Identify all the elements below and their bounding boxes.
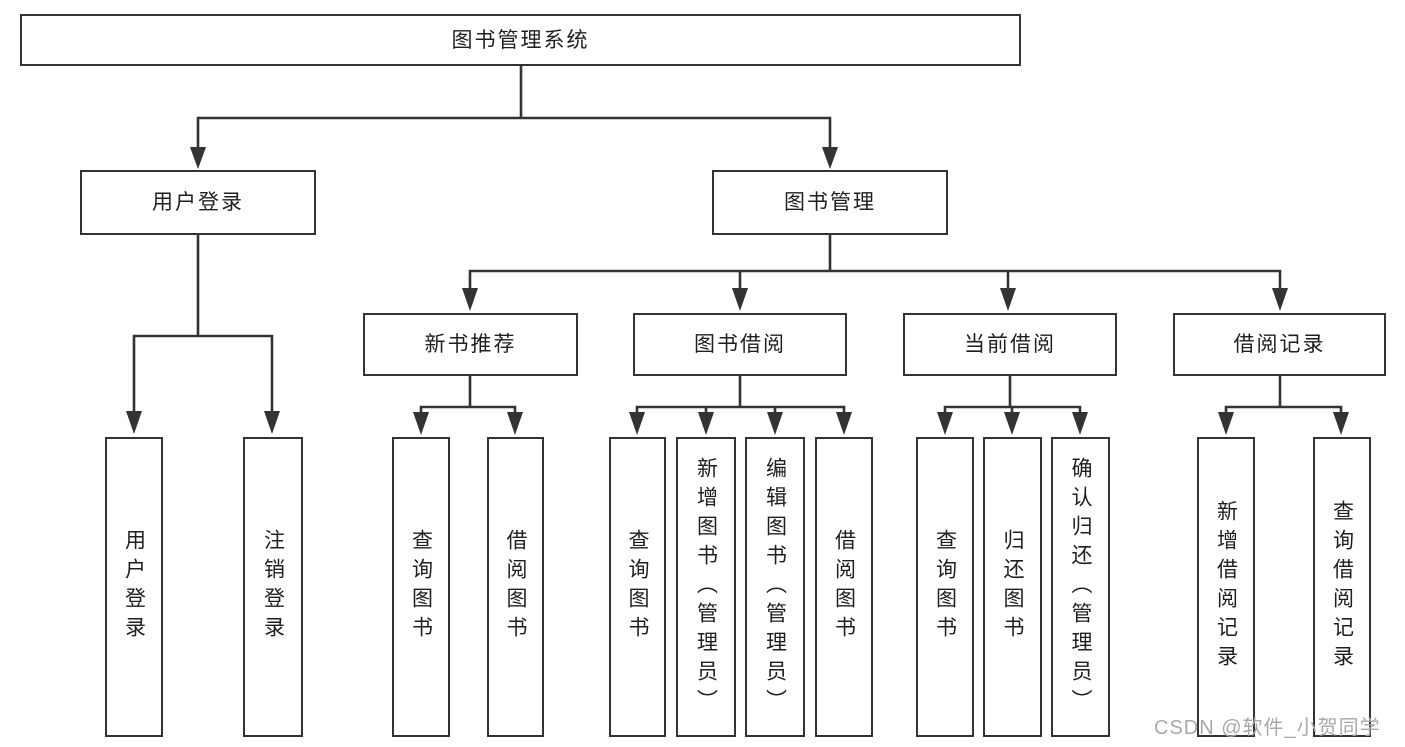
node-book-borrow: 图书借阅: [633, 313, 847, 376]
arrowhead: [1272, 288, 1288, 311]
node-label: 当前借阅: [964, 333, 1056, 356]
node-new-book-recommend: 新书推荐: [363, 313, 578, 376]
node-current-borrow: 当前借阅: [903, 313, 1117, 376]
node-label: 用户登录: [152, 191, 244, 214]
node-label: 归还图书: [1001, 529, 1024, 645]
node-label: 注销登录: [261, 529, 285, 645]
arrowhead: [507, 412, 523, 435]
node-label: 查询图书: [626, 529, 649, 645]
connector-book-management-to-level3: [462, 233, 1288, 311]
connector-new-book-recommend-to-leaves: [413, 374, 523, 435]
node-label: 新增借阅记录: [1214, 500, 1238, 674]
node-label: 借阅图书: [832, 529, 856, 645]
arrowhead: [698, 412, 714, 435]
leaf-logout: 注销登录: [243, 437, 303, 737]
arrowhead: [767, 412, 783, 435]
leaf-edit-book-admin: 编辑图书（管理员）: [745, 437, 805, 737]
node-label: 新增图书（管理员）: [694, 456, 718, 718]
node-label: 编辑图书（管理员）: [763, 456, 787, 718]
csdn-watermark: CSDN @软件_小贺同学: [1154, 717, 1381, 739]
leaf-confirm-return-admin: 确认归还（管理员）: [1051, 437, 1110, 737]
connector-book-borrow-to-leaves: [629, 374, 852, 435]
node-label: 图书借阅: [694, 333, 786, 356]
node-user-login: 用户登录: [80, 170, 316, 235]
arrowhead: [126, 411, 142, 434]
node-book-management: 图书管理: [712, 170, 948, 235]
node-book-management-system: 图书管理系统: [20, 14, 1021, 66]
arrowhead: [190, 147, 206, 169]
node-label: 查询借阅记录: [1330, 500, 1354, 674]
arrowhead: [1000, 288, 1016, 311]
leaf-add-borrow-record: 新增借阅记录: [1197, 437, 1255, 737]
arrowhead: [264, 411, 280, 434]
arrowhead: [462, 288, 478, 311]
node-label: 确认归还（管理员）: [1069, 456, 1092, 718]
node-label: 借阅图书: [504, 529, 527, 645]
arrowhead: [1004, 412, 1020, 435]
leaf-current-query-book: 查询图书: [916, 437, 974, 737]
arrowhead: [629, 412, 645, 435]
arrowhead: [822, 147, 838, 169]
leaf-return-book: 归还图书: [983, 437, 1042, 737]
node-label: 图书管理: [784, 191, 876, 214]
arrowhead: [937, 412, 953, 435]
node-label: 新书推荐: [424, 333, 517, 356]
leaf-borrow-book: 借阅图书: [815, 437, 873, 737]
leaf-recommend-borrow-book: 借阅图书: [487, 437, 544, 737]
node-label: 查询图书: [409, 529, 433, 645]
arrowhead: [1072, 412, 1088, 435]
connector-current-borrow-to-leaves: [937, 374, 1088, 435]
node-label: 用户登录: [122, 529, 146, 645]
node-borrow-records: 借阅记录: [1173, 313, 1386, 376]
arrowhead: [732, 288, 748, 311]
node-label: 图书管理系统: [451, 28, 590, 52]
leaf-borrow-query-book: 查询图书: [609, 437, 666, 737]
leaf-user-login: 用户登录: [105, 437, 163, 737]
connector-borrow-records-to-leaves: [1218, 374, 1349, 435]
arrowhead: [836, 412, 852, 435]
node-label: 借阅记录: [1233, 333, 1326, 356]
connector-user-login-to-leaves: [126, 233, 280, 434]
leaf-recommend-query-book: 查询图书: [392, 437, 450, 737]
leaf-add-book-admin: 新增图书（管理员）: [676, 437, 736, 737]
arrowhead: [413, 412, 429, 435]
connector-root-to-level2: [190, 64, 838, 169]
node-label: 查询图书: [933, 529, 957, 645]
arrowhead: [1333, 412, 1349, 435]
leaf-query-borrow-record: 查询借阅记录: [1313, 437, 1371, 737]
arrowhead: [1218, 412, 1234, 435]
